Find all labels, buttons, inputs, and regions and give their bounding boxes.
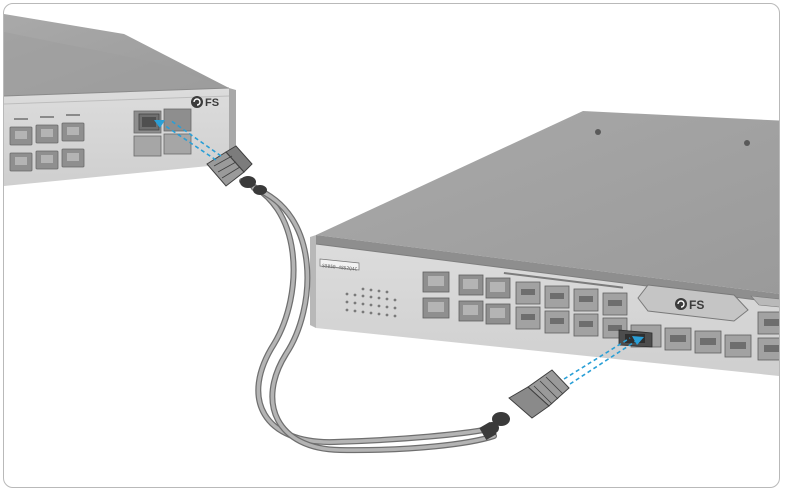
screw-icon (595, 129, 601, 135)
illustration-frame: FS S5850-48S2Q4C (3, 3, 780, 488)
model-label-text: S5850-48S2Q4C (322, 263, 358, 273)
fs-logo-icon: FS (191, 96, 219, 109)
fiber-patch-cable (239, 178, 497, 454)
fs-logo-panel: FS (637, 284, 749, 322)
model-label: S5850-48S2Q4C (319, 258, 360, 273)
connection-diagram: FS S5850-48S2Q4C (4, 14, 779, 454)
arrow-icon (154, 120, 644, 345)
lc-connector-icon (206, 145, 267, 195)
status-led-grid (345, 287, 397, 318)
right-rj45-ports (422, 271, 511, 325)
right-switch-brand: FS (689, 298, 704, 312)
left-rj45-ports (9, 114, 85, 172)
lc-connector-icon (479, 369, 570, 441)
right-switch: S5850-48S2Q4C (310, 111, 779, 376)
fs-logo-icon: FS (675, 298, 704, 312)
insertion-guide-lines (163, 119, 637, 385)
screw-icon (744, 140, 750, 146)
right-switch-top (316, 111, 779, 294)
left-switch-brand: FS (205, 97, 219, 109)
left-switch: FS (4, 14, 236, 186)
